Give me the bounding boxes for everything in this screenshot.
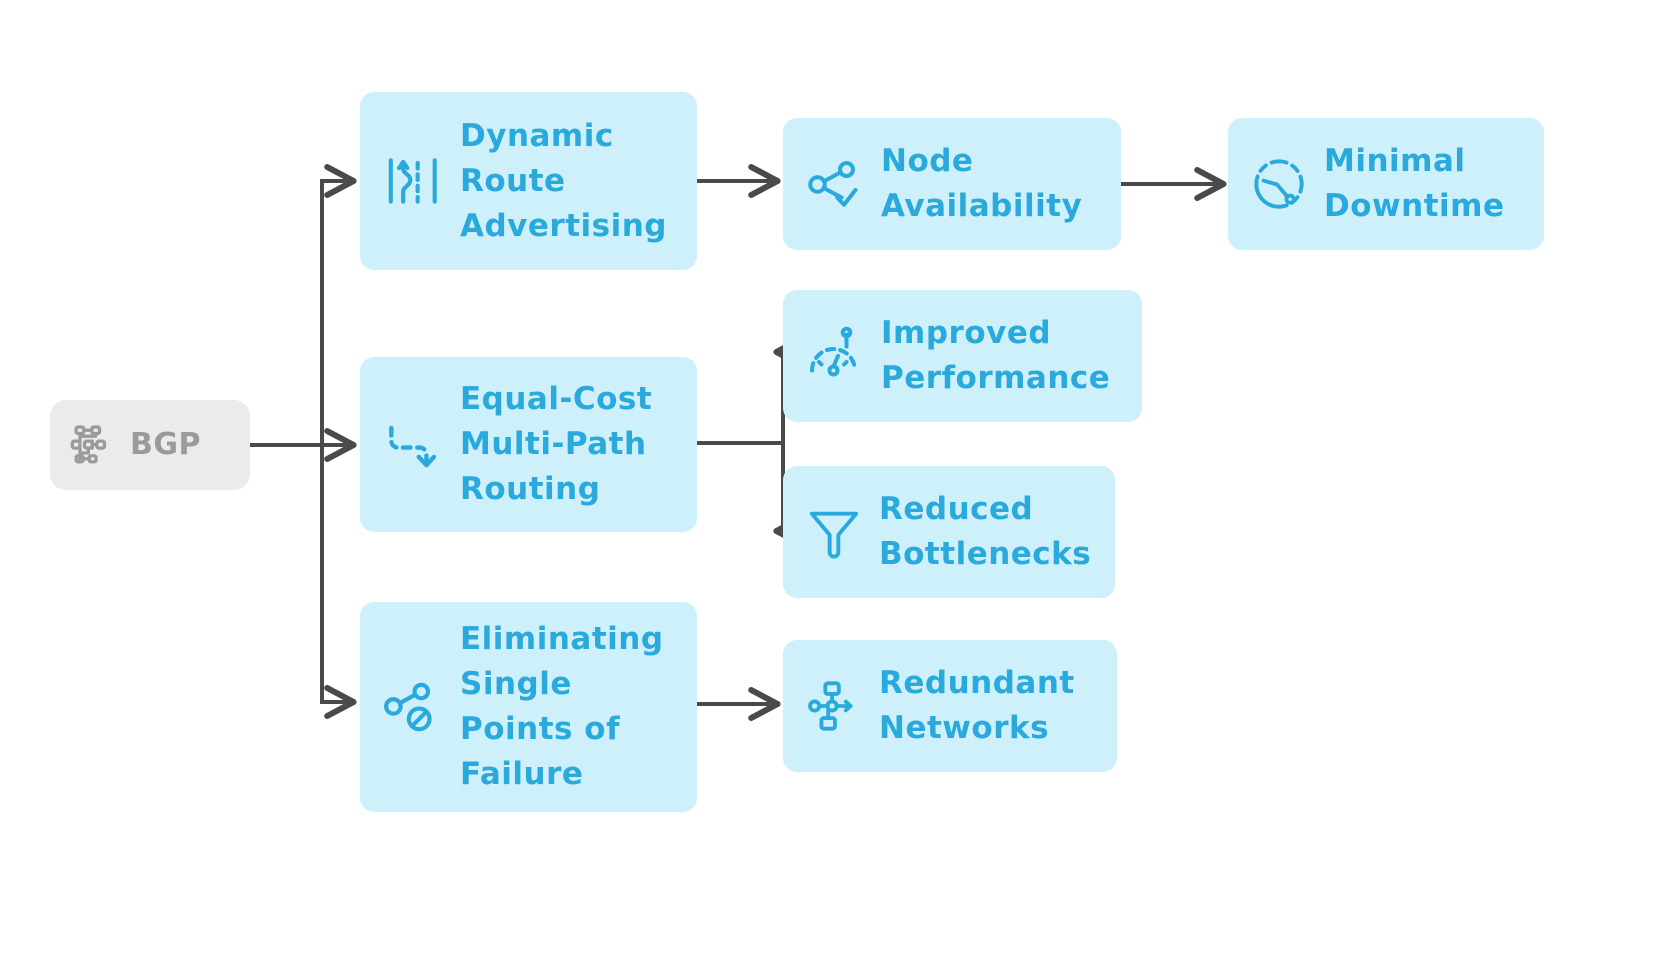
node-reduced-bottlenecks-label: Reduced Bottlenecks <box>879 491 1092 572</box>
node-equal-cost-multi-path-routing-label: Equal-Cost Multi-Path Routing <box>460 381 653 507</box>
node-improved-performance-label: Improved Performance <box>881 315 1111 396</box>
dashed-clock-icon <box>1250 155 1308 213</box>
node-equal-cost-multi-path-routing[interactable]: Equal-Cost Multi-Path Routing <box>360 357 697 532</box>
node-bgp-label: BGP <box>130 427 201 462</box>
node-redundant-networks[interactable]: Redundant Networks <box>783 640 1117 772</box>
route-change-icon <box>382 150 444 212</box>
dashed-turn-arrow-icon <box>382 414 444 476</box>
gauge-icon <box>805 326 865 386</box>
node-node-availability-label: Node Availability <box>881 143 1083 224</box>
node-bgp[interactable]: BGP <box>50 400 250 490</box>
network-topology-icon <box>70 422 116 468</box>
node-node-availability[interactable]: Node Availability <box>783 118 1121 250</box>
node-minimal-downtime[interactable]: Minimal Downtime <box>1228 118 1544 250</box>
share-blocked-icon <box>382 676 444 738</box>
node-dynamic-route-advertising[interactable]: Dynamic Route Advertising <box>360 92 697 270</box>
node-improved-performance[interactable]: Improved Performance <box>783 290 1142 422</box>
redundant-network-icon <box>805 677 863 735</box>
node-eliminating-single-points-of-failure-label: Eliminating Single Points of Failure <box>460 621 664 792</box>
node-minimal-downtime-label: Minimal Downtime <box>1324 143 1505 224</box>
share-check-icon <box>805 154 865 214</box>
node-eliminating-single-points-of-failure[interactable]: Eliminating Single Points of Failure <box>360 602 697 812</box>
node-reduced-bottlenecks[interactable]: Reduced Bottlenecks <box>783 466 1115 598</box>
node-redundant-networks-label: Redundant Networks <box>879 665 1075 746</box>
node-dynamic-route-advertising-label: Dynamic Route Advertising <box>460 117 667 244</box>
funnel-icon <box>805 503 863 561</box>
